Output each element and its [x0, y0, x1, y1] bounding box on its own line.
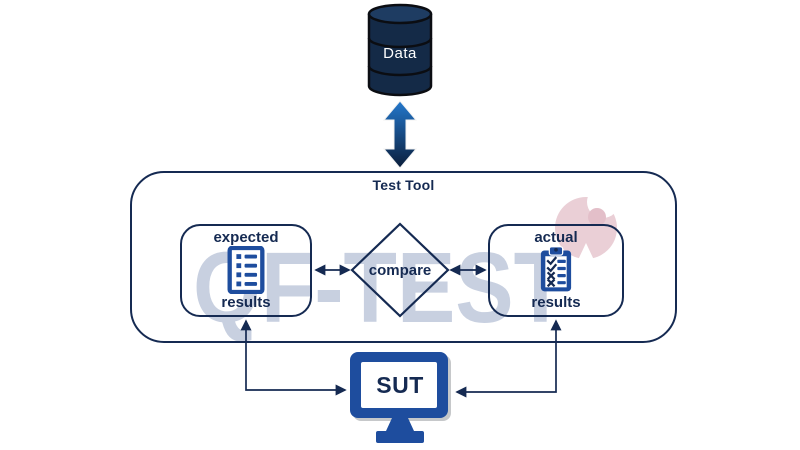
expected-results-box: expected results	[180, 224, 312, 317]
test-tool-box	[130, 171, 677, 343]
qf-test-pink-circle-logo	[555, 186, 619, 260]
test-tool-title: Test Tool	[372, 177, 435, 193]
expected-results-label: results	[221, 294, 271, 311]
monitor-icon	[350, 352, 451, 443]
vertical-double-arrow-icon	[382, 100, 418, 169]
compare-label: compare	[368, 262, 432, 279]
database-label: Data	[383, 45, 417, 62]
list-document-icon	[227, 246, 265, 294]
checklist-clipboard-icon	[540, 246, 572, 292]
expected-label: expected	[213, 229, 279, 246]
database-cylinder-icon: Data	[367, 3, 433, 97]
actual-results-label: results	[531, 294, 581, 311]
actual-label: actual	[534, 229, 578, 246]
actual-results-box: actual results	[488, 224, 624, 317]
sut-label: SUT	[376, 372, 424, 398]
